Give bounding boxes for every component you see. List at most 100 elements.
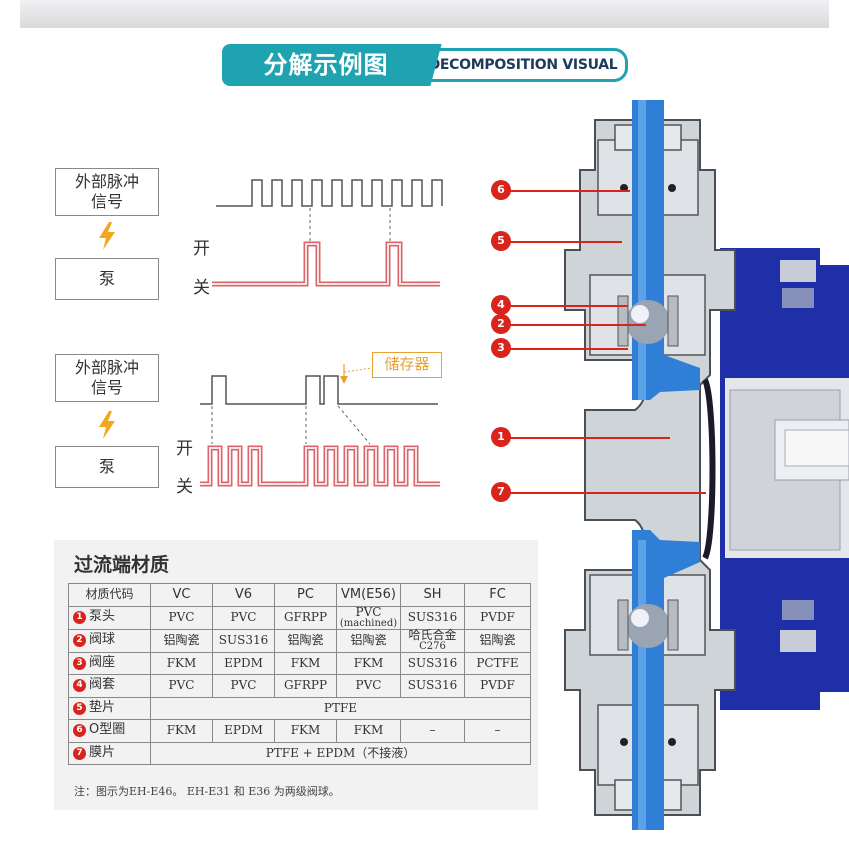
row-label-text: 泵头	[89, 609, 116, 624]
callout-line-2	[510, 324, 646, 326]
pump-waveform-2	[200, 445, 440, 487]
row-label-text: 垫片	[89, 699, 116, 715]
table-cell: PTFE	[150, 696, 531, 720]
memory-tag: 储存器	[372, 352, 442, 378]
column-header: VC	[150, 583, 213, 607]
row-number-badge: 2	[73, 634, 86, 647]
callout-2: 2	[491, 314, 511, 334]
row-label-text: 阀球	[89, 632, 116, 647]
header-banner: DECOMPOSITION VISUAL 分解示例图	[222, 44, 632, 86]
column-header: V6	[212, 583, 275, 607]
pulse-waveforms	[200, 179, 443, 487]
callout-line-3	[510, 348, 628, 350]
column-header: PC	[274, 583, 337, 607]
pulse-signal-label-2: 外部脉冲信号	[74, 358, 139, 397]
table-cell: GFRPP	[274, 674, 337, 698]
row-number-badge: 6	[73, 724, 86, 738]
table-cell: FKM	[274, 719, 337, 743]
row-label-text: O型圈	[89, 722, 126, 738]
pulse-signal-label-1: 外部脉冲信号	[74, 172, 139, 211]
table-cell: FKM	[336, 651, 401, 675]
table-cell: FKM	[150, 719, 213, 743]
row-label-text: 阀座	[89, 654, 116, 670]
callout-line-7	[510, 492, 706, 494]
valve-ball-upper	[626, 300, 670, 344]
callout-line-1	[510, 437, 670, 439]
pulse-signal-box-2: 外部脉冲信号	[55, 354, 159, 402]
off-label-2: 关	[176, 477, 193, 497]
row-label-text: 阀套	[89, 677, 116, 693]
table-cell: –	[400, 719, 465, 743]
row-label-text: 膜片	[89, 744, 116, 760]
column-header: 材质代码	[68, 583, 151, 607]
table-cell-line: 哈氏合金	[408, 627, 457, 642]
table-cell: EPDM	[212, 651, 275, 675]
table-cell: 铝陶瓷	[464, 628, 531, 653]
column-header: VM(E56)	[336, 583, 401, 607]
table-cell: SUS316	[400, 651, 465, 675]
row-number-badge: 5	[73, 701, 86, 715]
callout-line-6	[510, 190, 630, 192]
pump-box-1: 泵	[55, 258, 159, 300]
callout-line-5	[510, 241, 622, 243]
table-cell: PVC	[212, 674, 275, 698]
header-title-zh: 分解示例图	[222, 44, 430, 86]
table-cell: 铝陶瓷	[336, 628, 401, 653]
row-number-badge: 4	[73, 679, 86, 693]
table-cell: PVC	[212, 605, 275, 630]
table-cell: FKM	[150, 651, 213, 675]
column-header: FC	[464, 583, 531, 607]
pump-cross-section	[564, 100, 849, 830]
pulse-waveform-1	[216, 179, 443, 207]
top-bar	[20, 0, 829, 28]
row-number-badge: 3	[73, 656, 86, 670]
table-cell-line: (machined)	[339, 617, 398, 629]
table-cell: PVC	[336, 674, 401, 698]
row-number-badge: 1	[73, 611, 86, 624]
off-label-1: 关	[193, 278, 210, 298]
pulse-waveform-2	[200, 375, 438, 405]
on-label-1: 开	[193, 239, 210, 259]
callout-6: 6	[491, 180, 511, 200]
lightning-icon	[99, 222, 115, 250]
callout-line-4	[510, 305, 628, 307]
table-cell: FKM	[274, 651, 337, 675]
table-cell: PVC	[150, 674, 213, 698]
table-cell: SUS316	[400, 605, 465, 630]
callout-7: 7	[491, 482, 511, 502]
table-cell: 铝陶瓷	[150, 628, 213, 653]
table-cell: SUS316	[212, 628, 275, 653]
lightning-icon	[99, 411, 115, 439]
table-cell: PTFE + EPDM（不接液）	[150, 741, 531, 765]
table-cell: 铝陶瓷	[274, 628, 337, 653]
materials-note: 注：图示为EH-E46。 EH-E31 和 E36 为两级阀球。	[74, 785, 340, 798]
pump-label-1: 泵	[98, 269, 115, 288]
pulse-signal-box-1: 外部脉冲信号	[55, 168, 159, 216]
table-cell: PCTFE	[464, 651, 531, 675]
table-header-row: 材质代码 VC V6 PC VM(E56) SH FC	[68, 583, 531, 607]
callout-3: 3	[491, 338, 511, 358]
table-cell: PVDF	[464, 605, 531, 630]
callout-4: 4	[491, 295, 511, 315]
header-title-en: DECOMPOSITION VISUAL	[418, 48, 628, 82]
callout-1: 1	[491, 427, 511, 447]
materials-title: 过流端材质	[74, 554, 170, 576]
table-cell: EPDM	[212, 719, 275, 743]
table-cell: PVC	[150, 605, 213, 630]
diaphragm	[702, 378, 716, 560]
pump-label-2: 泵	[98, 457, 115, 476]
table-cell: SUS316	[400, 674, 465, 698]
row-number-badge: 7	[73, 746, 86, 760]
